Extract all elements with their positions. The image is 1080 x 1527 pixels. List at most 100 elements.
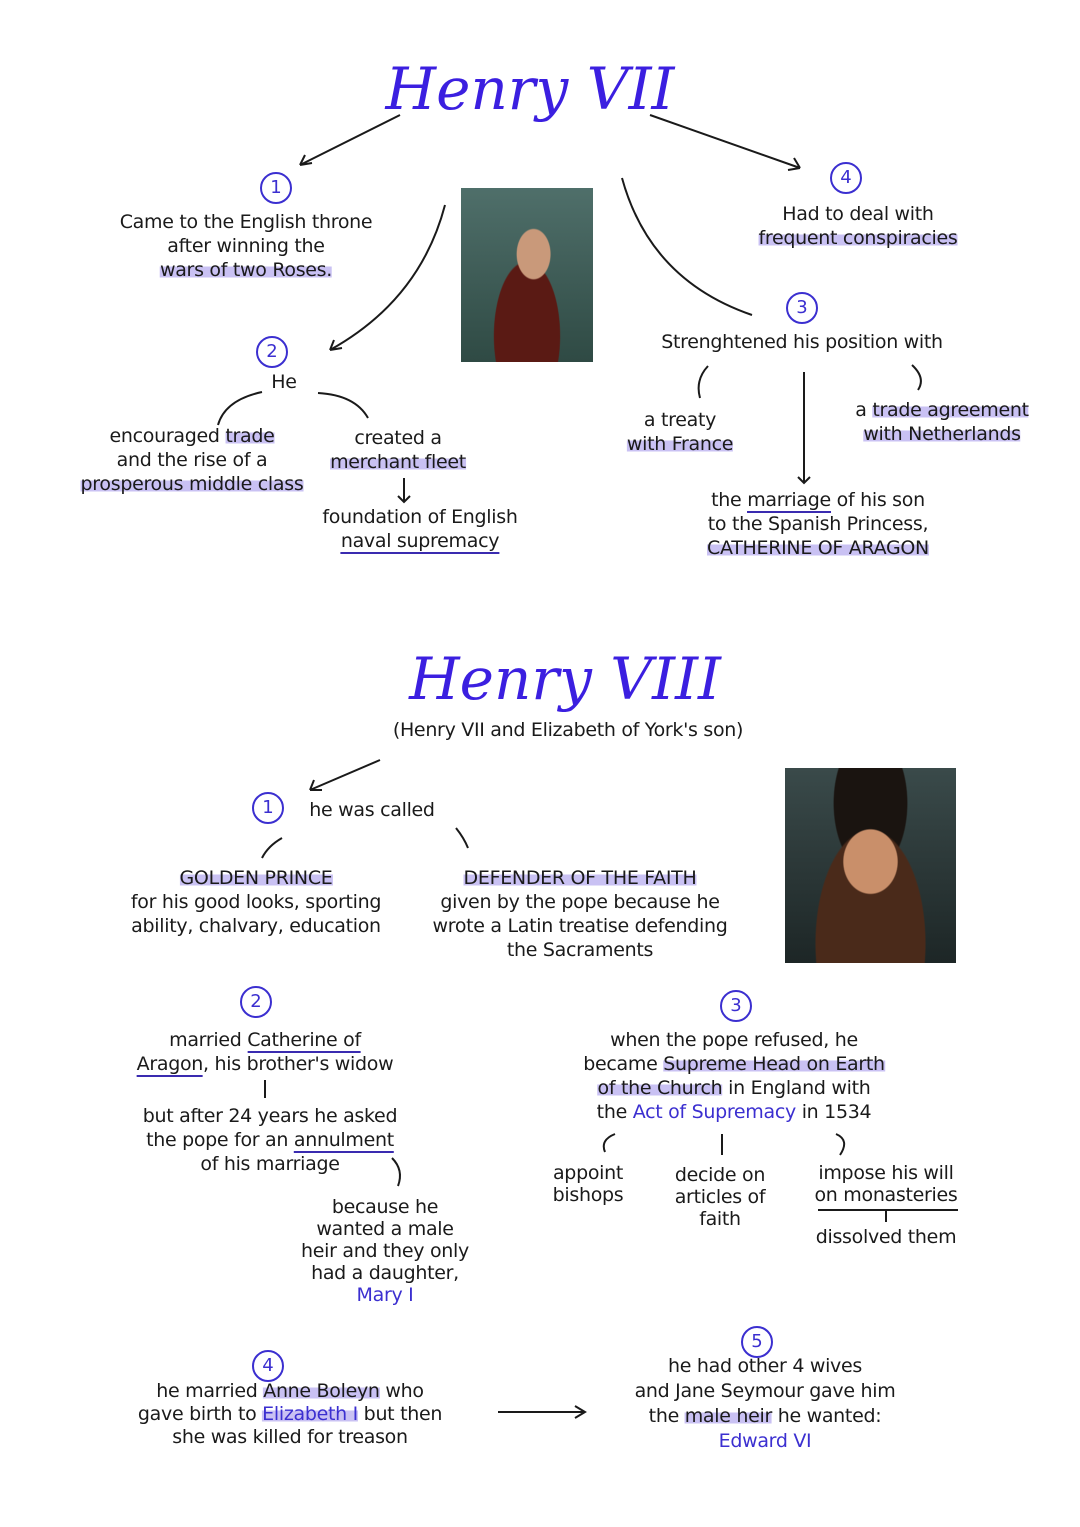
text-line: but after 24 years he asked bbox=[142, 1105, 398, 1127]
page-title-henry-vii: Henry VII bbox=[385, 55, 675, 123]
text-line: with Netherlands bbox=[863, 423, 1021, 445]
text-line: the pope for an bbox=[146, 1129, 294, 1151]
arrow bbox=[397, 478, 411, 504]
text-line: CATHERINE OF ARAGON bbox=[707, 537, 929, 559]
text-line: a trade agreement bbox=[855, 398, 1029, 422]
text-line: bishops bbox=[552, 1184, 624, 1206]
h7-marriage-text: the marriage of his son to the Spanish P… bbox=[707, 488, 929, 560]
text-line: of his son bbox=[830, 489, 925, 511]
text-line: the bbox=[648, 1405, 685, 1427]
text-line: decide on bbox=[674, 1164, 766, 1186]
text-line: after winning the bbox=[167, 235, 325, 257]
arrow bbox=[797, 372, 811, 485]
text-line: when the pope refused, he bbox=[610, 1029, 858, 1051]
text-line: merchant fleet bbox=[330, 451, 466, 473]
text-line: he had other 4 wives bbox=[668, 1355, 862, 1377]
text-line: wrote a Latin treatise defending bbox=[432, 915, 728, 937]
text-line: with Netherlands bbox=[855, 422, 1028, 446]
text-line: frequent conspiracies bbox=[758, 227, 958, 249]
text-line: GOLDEN PRINCE bbox=[131, 866, 381, 890]
text-line: in England with bbox=[722, 1077, 871, 1099]
point-number: 4 bbox=[252, 1350, 284, 1382]
portrait-henry-vii bbox=[461, 188, 593, 362]
arrow bbox=[602, 1133, 616, 1153]
point-number: 3 bbox=[720, 990, 752, 1022]
text-line: articles of bbox=[674, 1186, 766, 1208]
arrow bbox=[309, 759, 381, 791]
text-line: with France bbox=[626, 433, 734, 455]
text-line: he wanted: bbox=[771, 1405, 882, 1427]
text-line: Act of Supremacy bbox=[632, 1101, 797, 1123]
text-line: trade bbox=[225, 425, 275, 447]
text-line: Aragon, his brother's widow bbox=[136, 1052, 394, 1077]
arrow bbox=[261, 837, 283, 859]
text-line: merchant fleet bbox=[330, 450, 466, 474]
h8-he-was-called: he was called bbox=[309, 799, 435, 821]
text-line: with France bbox=[626, 432, 734, 456]
divider-line bbox=[818, 1209, 958, 1222]
text-line: Mary I bbox=[356, 1284, 414, 1306]
h8-point-4-text: he married Anne Boleyn who gave birth to… bbox=[138, 1380, 442, 1449]
text-line: and the rise of a bbox=[116, 449, 268, 471]
arrow bbox=[498, 1405, 587, 1419]
text-line: , his brother's widow bbox=[203, 1053, 394, 1075]
text-line: naval supremacy bbox=[340, 530, 500, 554]
text-line: wars of two Roses. bbox=[120, 258, 373, 282]
text-line: ability, chalvary, education bbox=[131, 915, 381, 937]
point-number: 2 bbox=[256, 336, 288, 368]
text-line: because he bbox=[331, 1196, 439, 1218]
h8-subtitle: (Henry VII and Elizabeth of York's son) bbox=[392, 719, 744, 741]
text-line: trade agreement bbox=[872, 399, 1029, 421]
text-line: a treaty bbox=[643, 409, 717, 431]
h8-annulment-text: but after 24 years he asked the pope for… bbox=[142, 1104, 398, 1176]
page-title-henry-viii: Henry VIII bbox=[409, 645, 721, 713]
text-line: DEFENDER OF THE FAITH bbox=[463, 867, 697, 889]
text-line: on monasteries bbox=[814, 1184, 958, 1206]
text-line: naval supremacy bbox=[322, 529, 517, 554]
arrow bbox=[455, 827, 469, 849]
text-line: married bbox=[169, 1029, 248, 1051]
text-line: became Supreme Head on Earth bbox=[583, 1052, 885, 1076]
text-line: encouraged trade bbox=[81, 424, 304, 448]
text-line: Aragon bbox=[136, 1053, 204, 1077]
text-line: Anne Boleyn bbox=[263, 1380, 380, 1402]
text-line: of the Church bbox=[597, 1077, 723, 1099]
h7-he: He bbox=[271, 371, 297, 393]
point-number: 1 bbox=[252, 792, 284, 824]
text-line: Edward VI bbox=[718, 1430, 812, 1452]
text-line: Supreme Head on Earth bbox=[663, 1053, 885, 1075]
text-line: wanted a male bbox=[316, 1218, 454, 1240]
point-number: 5 bbox=[741, 1326, 773, 1358]
text-line: of his marriage bbox=[200, 1153, 340, 1175]
text-line: Had to deal with bbox=[782, 203, 934, 225]
text-line: prosperous middle class bbox=[80, 472, 304, 496]
h8-point-2-text: married Catherine of Aragon, his brother… bbox=[136, 1028, 394, 1077]
arrow bbox=[697, 365, 709, 399]
arrow bbox=[911, 364, 922, 391]
text-line: to the Spanish Princess, bbox=[707, 513, 929, 535]
portrait-henry-viii bbox=[785, 768, 956, 963]
text-line: Came to the English throne bbox=[119, 211, 373, 233]
point-number: 4 bbox=[830, 162, 862, 194]
h7-netherlands-text: a trade agreement with Netherlands bbox=[855, 398, 1029, 446]
text-line: given by the pope because he bbox=[440, 891, 720, 913]
arrow bbox=[317, 392, 369, 419]
text-line: in 1534 bbox=[795, 1101, 872, 1123]
text-line: Catherine of bbox=[247, 1029, 361, 1053]
text-line: Elizabeth I bbox=[262, 1403, 358, 1425]
text-line: the pope for an annulment bbox=[143, 1128, 397, 1153]
text-line: she was killed for treason bbox=[172, 1426, 408, 1448]
text-line: became bbox=[583, 1053, 664, 1075]
arrow bbox=[621, 177, 753, 316]
text-line: DEFENDER OF THE FAITH bbox=[432, 866, 727, 890]
